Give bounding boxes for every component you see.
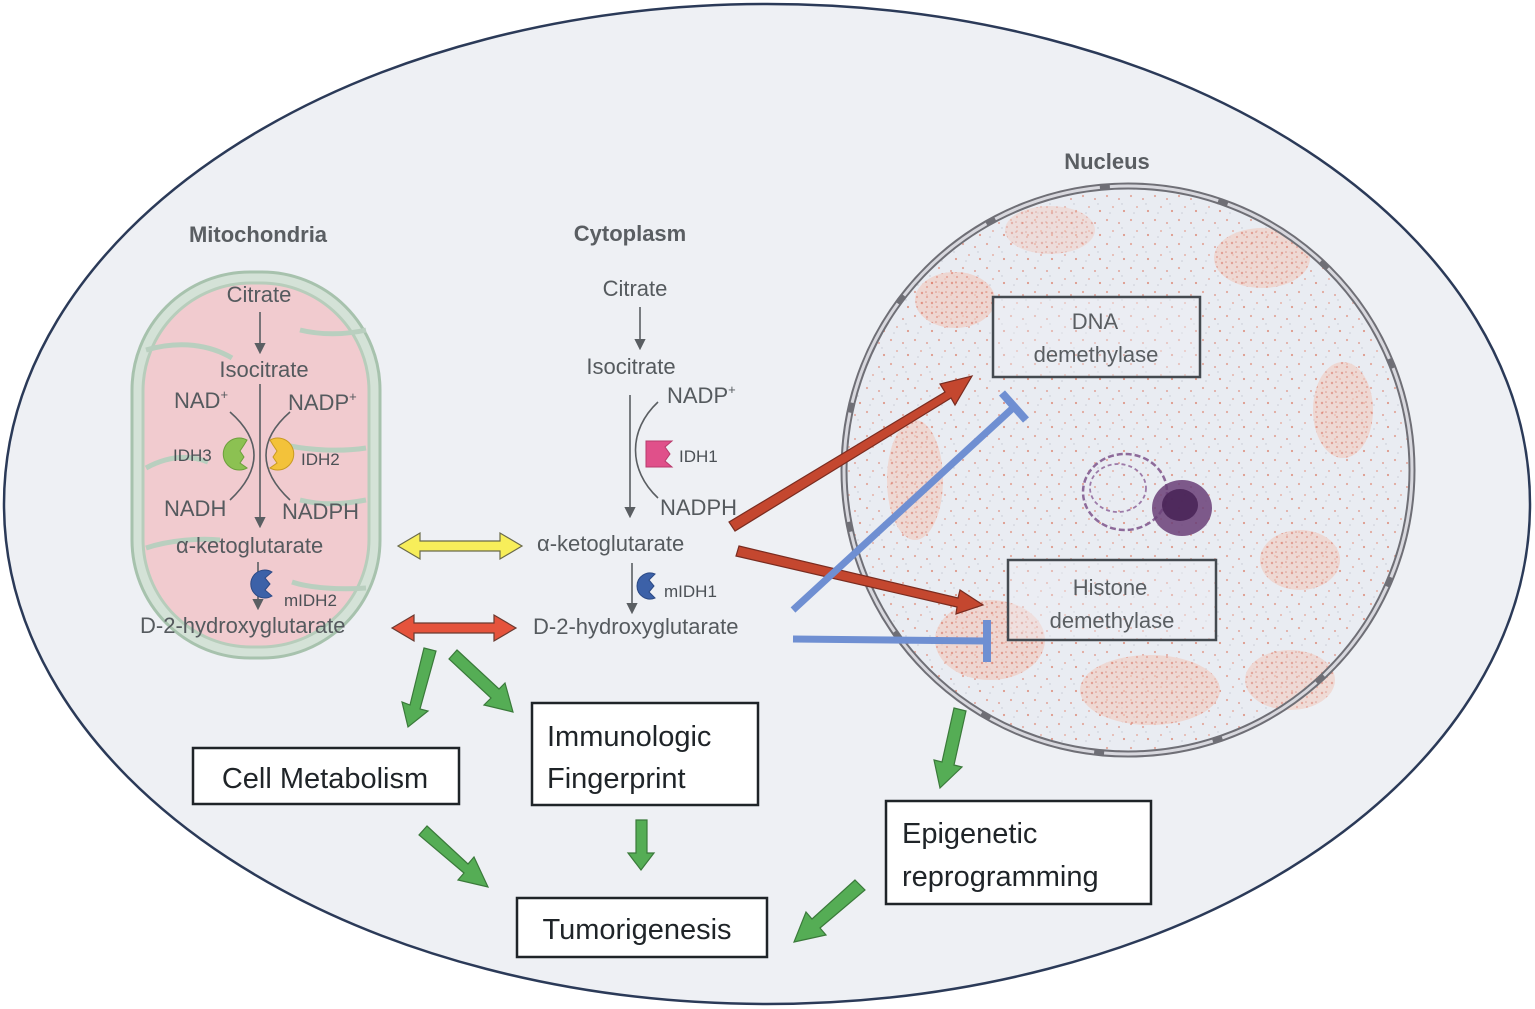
- idh3-enzyme-icon: [222, 437, 248, 471]
- tumorigenesis-box: [515, 896, 769, 959]
- d2hg-to-cell-metabolism-arrow: [401, 647, 437, 729]
- dna-demethylase-line1: DNA: [1072, 309, 1119, 334]
- mitochondria-header: Mitochondria: [189, 222, 328, 247]
- akg-exchange-arrow: [396, 531, 524, 561]
- dna-demethylase-inhibition-bar: [999, 390, 1029, 423]
- cyto-nadph: NADPH: [660, 495, 737, 520]
- immunologic-line1: Immunologic: [547, 721, 711, 753]
- epigenetic-reprogramming-box: [884, 799, 1153, 906]
- akg-activates-dna-demethylase-arrow: [728, 375, 974, 532]
- cyto-nadp-curve: [634, 401, 659, 499]
- cyto-citrate: Citrate: [603, 276, 668, 301]
- epigenetic-line2: reprogramming: [902, 861, 1099, 893]
- cyto-d2hg: D-2-hydroxyglutarate: [533, 614, 738, 639]
- immunologic-line2: Fingerprint: [547, 763, 686, 795]
- cytoplasm-header: Cytoplasm: [574, 221, 686, 246]
- mito-isocitrate: Isocitrate: [219, 357, 308, 382]
- cyto-nadp-plus: NADP+: [667, 382, 736, 408]
- cyto-akg: α-ketoglutarate: [537, 531, 684, 556]
- mito-citrate: Citrate: [227, 282, 292, 307]
- idh1-label: IDH1: [679, 447, 718, 466]
- epigenetic-line1: Epigenetic: [902, 818, 1037, 850]
- mito-nad-curve: [229, 411, 255, 501]
- d2hg-exchange-arrow: [390, 613, 518, 643]
- histone-demethylase-line2: demethylase: [1050, 608, 1175, 633]
- idh1-enzyme-icon: [645, 440, 674, 468]
- histone-demethylase-line1: Histone: [1073, 575, 1148, 600]
- nucleus-header: Nucleus: [1064, 149, 1150, 174]
- dna-demethylase-box: [991, 295, 1202, 379]
- mito-nadph: NADPH: [282, 499, 359, 524]
- mito-nadh: NADH: [164, 496, 226, 521]
- mito-d2hg: D-2-hydroxyglutarate: [140, 613, 345, 638]
- idh3-label: IDH3: [173, 446, 212, 465]
- idh2-label: IDH2: [301, 450, 340, 469]
- d2hg-inhibits-histone-demethylase-line: [792, 635, 986, 645]
- immunologic-fingerprint-box: [530, 701, 760, 807]
- epigenetic-to-tumorigenesis-arrow: [793, 879, 866, 943]
- midh1-enzyme-icon: [636, 572, 656, 600]
- midh2-enzyme-icon: [250, 569, 273, 599]
- immunologic-to-tumorigenesis-arrow: [626, 819, 656, 871]
- d2hg-to-immunologic-arrow: [448, 649, 514, 713]
- idh2-enzyme-icon: [269, 437, 295, 471]
- mito-nadp-curve: [265, 411, 291, 501]
- mito-nad-plus: NAD+: [174, 387, 228, 413]
- akg-activates-histone-demethylase-arrow: [735, 545, 985, 615]
- dna-demethylase-line2: demethylase: [1034, 342, 1159, 367]
- cyto-isocitrate: Isocitrate: [586, 354, 675, 379]
- nucleus: [840, 182, 1416, 758]
- tumorigenesis-label: Tumorigenesis: [542, 914, 731, 946]
- nucleus-to-epigenetic-arrow: [933, 707, 967, 790]
- midh1-label: mIDH1: [664, 582, 717, 601]
- mito-nadp-plus: NADP+: [288, 389, 357, 415]
- histone-demethylase-box: [1006, 558, 1218, 642]
- cell-metabolism-to-tumorigenesis-arrow: [418, 825, 490, 888]
- mito-akg: α-ketoglutarate: [176, 533, 323, 558]
- d2hg-inhibits-dna-demethylase-line: [790, 404, 1017, 613]
- cell-metabolism-label: Cell Metabolism: [222, 763, 428, 795]
- cell-metabolism-box: [191, 746, 461, 806]
- mitochondrion: [130, 270, 382, 660]
- midh2-label: mIDH2: [284, 591, 337, 610]
